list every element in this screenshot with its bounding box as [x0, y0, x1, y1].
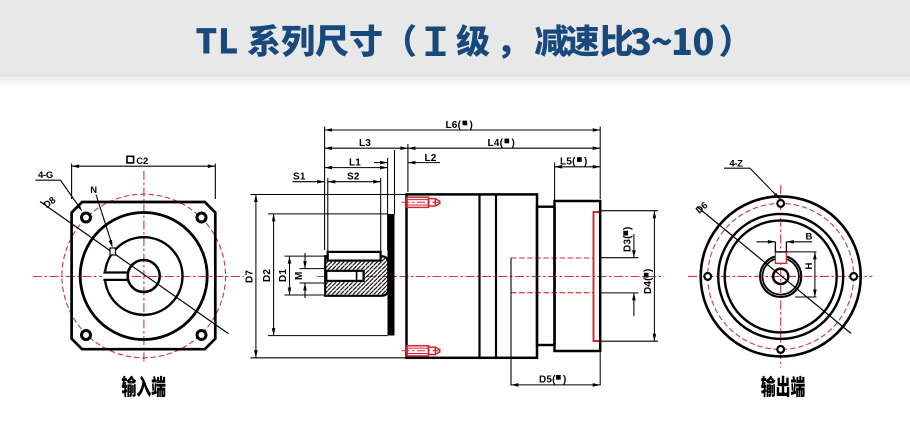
svg-text:D1: D1 — [278, 269, 289, 282]
svg-text:4-G: 4-G — [38, 170, 53, 181]
svg-text:): ) — [623, 226, 634, 230]
svg-text:L5(: L5( — [560, 157, 576, 168]
svg-text:D7: D7 — [245, 270, 256, 283]
svg-text:D8: D8 — [42, 195, 58, 211]
svg-text:D6: D6 — [694, 200, 710, 216]
svg-text:L6(: L6( — [446, 120, 462, 131]
svg-text:B: B — [806, 231, 813, 242]
svg-text:S1: S1 — [293, 172, 306, 183]
svg-text:): ) — [584, 157, 588, 168]
svg-text:D4(: D4( — [643, 277, 654, 294]
svg-text:L2: L2 — [425, 153, 437, 164]
svg-text:): ) — [563, 374, 567, 385]
svg-text:L1: L1 — [349, 157, 361, 168]
svg-text:N: N — [90, 185, 97, 196]
svg-text:D5(: D5( — [539, 374, 556, 385]
svg-text:): ) — [643, 268, 654, 272]
svg-text:C2: C2 — [136, 156, 148, 167]
svg-text:D3(: D3( — [623, 235, 634, 252]
svg-text:M: M — [294, 271, 305, 280]
svg-text:D2: D2 — [262, 269, 273, 282]
svg-text:H: H — [804, 263, 815, 270]
svg-text:L4(: L4( — [488, 138, 504, 149]
svg-text:S2: S2 — [347, 172, 360, 183]
svg-text:): ) — [512, 138, 516, 149]
svg-text:4-Z: 4-Z — [729, 158, 743, 169]
svg-text:L3: L3 — [359, 138, 371, 149]
svg-text:): ) — [470, 120, 474, 131]
